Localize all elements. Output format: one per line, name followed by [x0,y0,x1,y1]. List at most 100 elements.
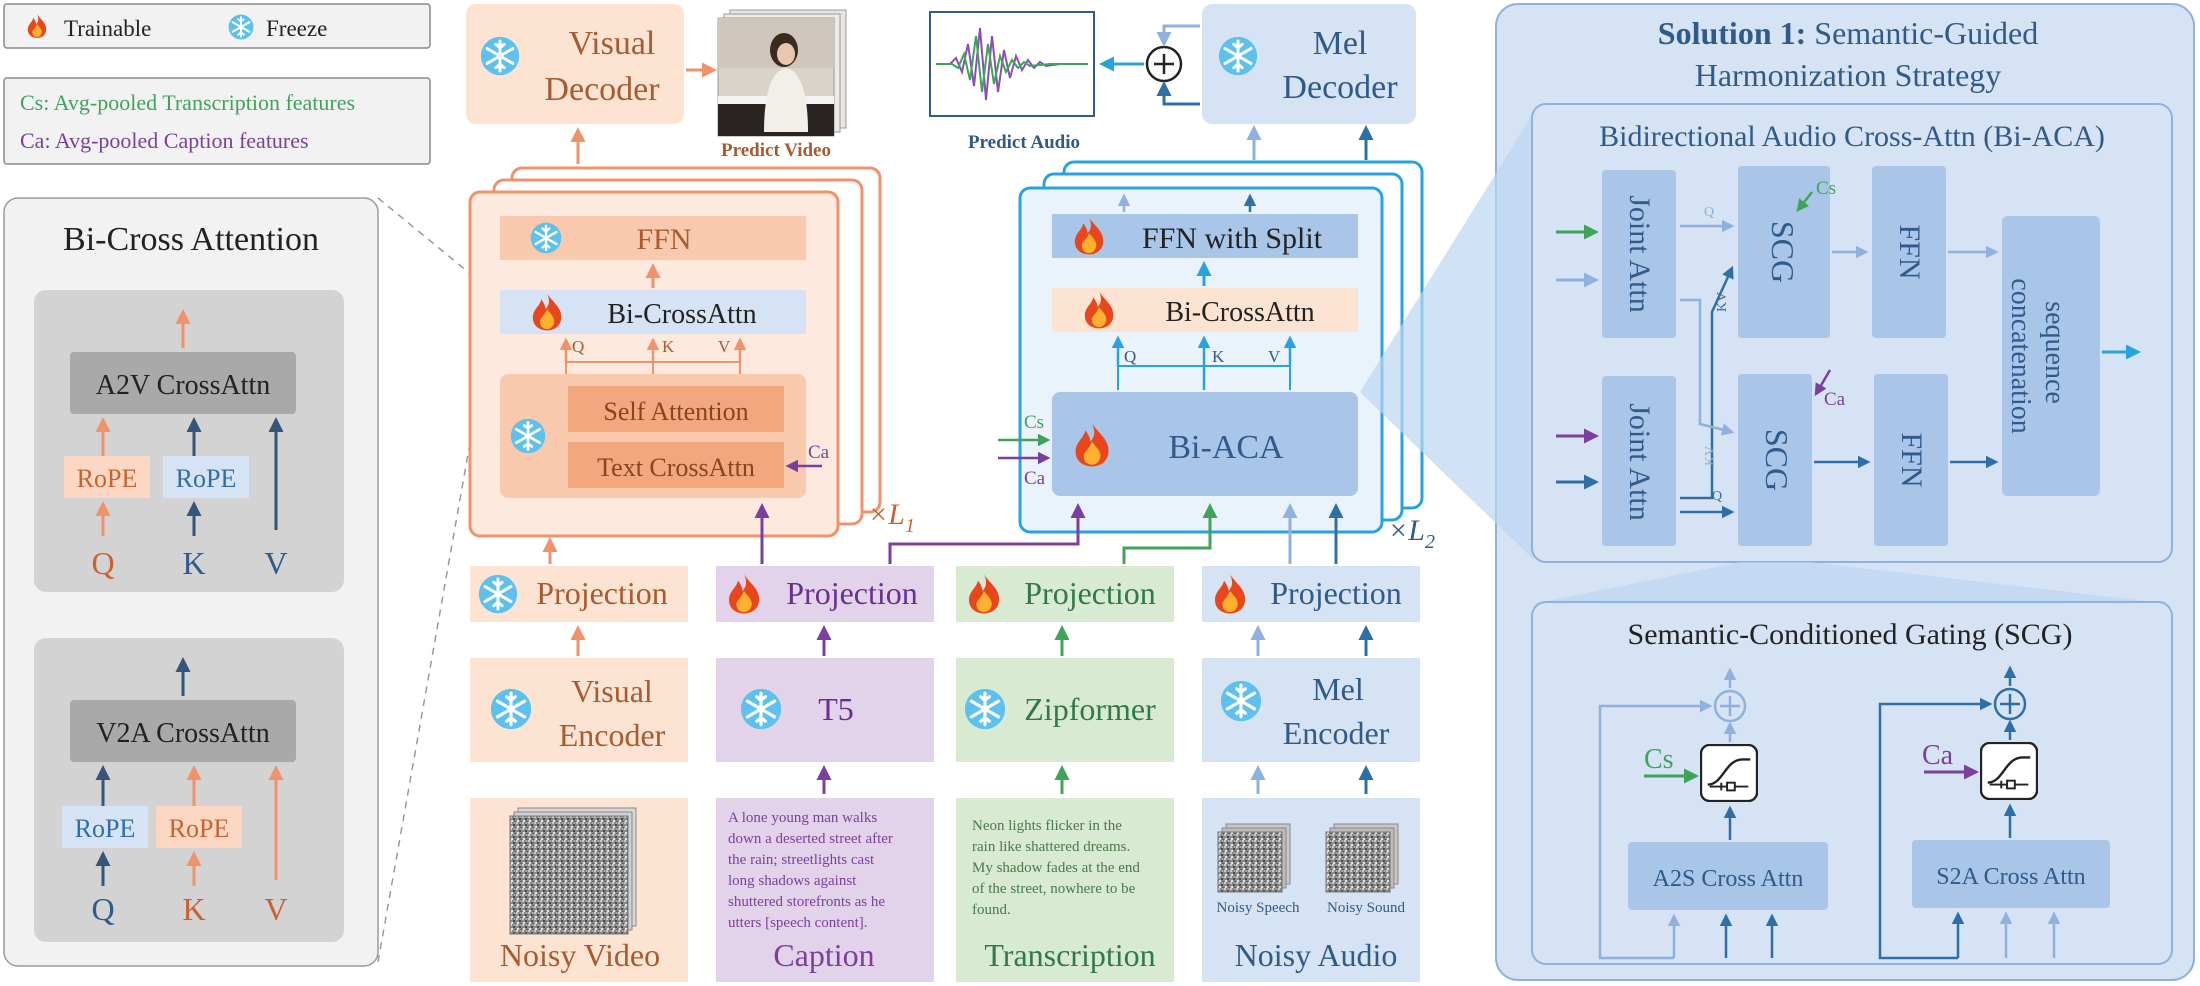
mel-encoder-line2: Encoder [1283,715,1390,751]
predicted-video-frames [717,9,847,137]
legend-freeze: Freeze [266,16,327,41]
video-v-label: V [718,337,731,356]
snowflake-icon [1220,680,1262,722]
a2v-q-label: Q [91,545,114,581]
bottom-kv-label: KV [1703,446,1718,466]
audio-cs-input: Cs [1024,412,1044,433]
snowflake-icon [964,688,1006,730]
joint-attn-bottom: Joint Attn [1623,403,1656,521]
snowflake-icon [480,36,520,76]
video-k-label: K [662,337,675,356]
video-branch: Visual Decoder Predict Video ×L1 FFN Bi-… [466,4,915,538]
caption-text: A lone young man walks down a deserted s… [728,810,897,931]
rope-q-a2v: RoPE [77,464,138,493]
text-crossattn-box: Text CrossAttn [597,453,755,482]
scg-gate-ca: Ca [1922,740,1954,771]
sigmoid-gate-icon [1980,742,2038,800]
audio-branch: Mel Decoder Predict Audio ×L2 FFN with S… [929,4,1435,553]
top-kv-label: KV [1715,292,1730,312]
sequence-concatenation-box: sequence concatenation [2005,278,2070,433]
scg-top: SCG [1765,221,1801,283]
noisy-sound-label: Noisy Sound [1327,900,1405,916]
ffn-with-split-box: FFN with Split [1142,222,1323,255]
noisy-speech-frames [1217,831,1283,893]
bi-crossattn-box: Bi-CrossAttn [607,299,756,330]
legend: Trainable Freeze Cs: Avg-pooled Transcri… [3,3,431,165]
snowflake-icon [510,418,546,454]
predict-video-label: Predict Video [721,140,831,161]
rope-k-v2a: RoPE [169,814,230,843]
audio-bi-crossattn-box: Bi-CrossAttn [1165,297,1314,328]
audio-v-label: V [1268,347,1281,366]
transcription-label: Transcription [984,937,1155,973]
legend-trainable: Trainable [64,16,151,41]
scg-gate-cs: Cs [1644,744,1674,775]
predict-audio-label: Predict Audio [968,132,1080,153]
a2v-k-label: K [182,545,205,581]
mel-encoder-line1: Mel [1312,671,1364,707]
scg-detail-title: Semantic-Conditioned Gating (SCG) [1628,618,2073,651]
snowflake-icon [1218,36,1258,76]
noisy-sound-frames [1325,831,1391,893]
noisy-video-frames [509,815,629,935]
snowflake-icon [228,14,254,40]
v2a-crossattn-box: V2A CrossAttn [96,718,269,749]
noisy-video-label: Noisy Video [500,937,660,973]
v2a-q-label: Q [91,891,114,927]
s2a-cross-attn-box: S2A Cross Attn [1936,864,2085,890]
legend-ca-definition: Ca: Avg-pooled Caption features [20,128,309,153]
top-q-label: Q [1704,205,1714,220]
a2v-v-label: V [264,545,287,581]
caption-projection-box: Projection [786,575,918,611]
caption-label: Caption [773,937,874,973]
input-columns: Projection Visual Encoder Noisy Video Pr… [470,503,1420,982]
video-q-label: Q [572,337,584,356]
visual-decoder-line1: Visual [569,25,656,62]
bi-aca-box: Bi-ACA [1168,429,1284,466]
scg-ca-input: Ca [1824,389,1846,410]
biaca-detail-title: Bidirectional Audio Cross-Attn (Bi-ACA) [1599,120,2105,153]
video-block-repeat: ×L1 [868,498,915,537]
scg-bottom: SCG [1759,429,1795,491]
transcription-projection-box: Projection [1024,575,1156,611]
solution-panel: Solution 1: Semantic-Guided Harmonizatio… [1360,3,2195,981]
self-attention-box: Self Attention [603,397,748,426]
t5-encoder-box: T5 [818,691,854,727]
audio-ca-input: Ca [1024,468,1046,489]
legend-cs-definition: Cs: Avg-pooled Transcription features [20,90,355,115]
mel-decoder-line1: Mel [1313,25,1368,62]
snowflake-icon [490,688,532,730]
visual-encoder-line2: Encoder [559,717,666,753]
solution-title-line2: Harmonization Strategy [1695,57,2002,93]
snowflake-icon [740,688,782,730]
noisy-speech-label: Noisy Speech [1217,900,1300,916]
snowflake-icon [530,222,562,254]
bi-cross-attention-panel: Bi-Cross Attention A2V CrossAttn RoPE Ro… [3,197,491,967]
a2s-cross-attn-box: A2S Cross Attn [1653,866,1804,892]
transcription-text: Neon lights flicker in the rain like sha… [972,818,1144,918]
mel-decoder-line2: Decoder [1282,69,1398,106]
audio-k-label: K [1212,347,1225,366]
ffn-top: FFN [1893,224,1926,279]
bi-cross-attention-title: Bi-Cross Attention [63,221,319,258]
snowflake-icon [478,574,518,614]
ffn-bottom: FFN [1895,432,1928,487]
visual-decoder-line2: Decoder [544,71,660,108]
rope-q-v2a: RoPE [75,814,136,843]
sigmoid-gate-icon [1700,744,1758,802]
ffn-box: FFN [636,223,691,256]
video-projection-box: Projection [536,575,668,611]
bottom-q-label: Q [1712,489,1722,504]
audio-projection-box: Projection [1270,575,1402,611]
joint-attn-top: Joint Attn [1623,195,1656,313]
visual-encoder-line1: Visual [571,673,653,709]
video-ca-input: Ca [808,442,830,463]
zipformer-encoder-box: Zipformer [1024,691,1156,727]
audio-q-label: Q [1124,347,1136,366]
audio-block-repeat: ×L2 [1388,514,1435,553]
scg-cs-input: Cs [1816,178,1836,199]
v2a-v-label: V [264,891,287,927]
a2v-crossattn-box: A2V CrossAttn [96,370,271,401]
rope-k-a2v: RoPE [176,464,237,493]
